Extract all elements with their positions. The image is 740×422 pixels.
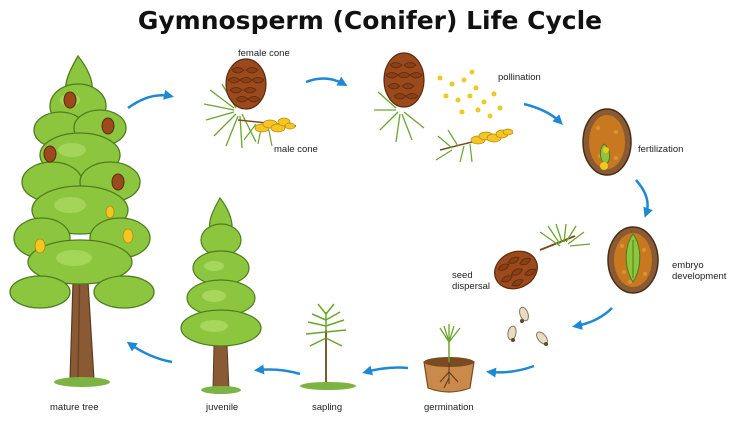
germination-illustration bbox=[423, 324, 475, 393]
pollination-illustration bbox=[374, 52, 514, 163]
label-female-cone: female cone bbox=[238, 48, 290, 59]
arrow-fertilization-to-embryo bbox=[635, 179, 653, 218]
female-cone-illustration bbox=[203, 58, 267, 149]
arrow-mature-to-cone bbox=[127, 89, 174, 110]
label-pollination: pollination bbox=[498, 72, 541, 83]
label-seed-line2: dispersal bbox=[452, 281, 491, 292]
arrow-juvenile-to-mature bbox=[126, 341, 173, 364]
arrow-sapling-to-juvenile bbox=[254, 364, 301, 376]
arrow-pollination-to-fertilization bbox=[523, 102, 563, 125]
label-seed-dispersal: seed dispersal bbox=[452, 270, 490, 292]
label-juvenile: juvenile bbox=[206, 402, 239, 413]
seed-icon bbox=[507, 306, 548, 345]
arrow-icon bbox=[126, 76, 653, 378]
fertilization-illustration bbox=[582, 108, 632, 176]
diagram-title: Gymnosperm (Conifer) Life Cycle bbox=[137, 6, 603, 35]
label-germination: germination bbox=[424, 402, 474, 413]
arrow-cone-to-pollination bbox=[305, 76, 348, 86]
label-mature-tree: mature tree bbox=[50, 402, 99, 413]
arrow-embryo-to-dispersal bbox=[572, 307, 613, 330]
male-cone-illustration bbox=[237, 117, 297, 147]
label-embryo-line1: embryo bbox=[672, 260, 704, 271]
label-fertilization: fertilization bbox=[638, 144, 684, 155]
embryo-development-illustration bbox=[607, 226, 659, 294]
label-embryo-development: embryo development bbox=[672, 260, 726, 282]
mature-tree-illustration bbox=[9, 54, 155, 387]
label-seed-line1: seed bbox=[452, 270, 473, 281]
label-male-cone: male cone bbox=[274, 144, 318, 155]
label-embryo-line2: development bbox=[672, 271, 727, 282]
seed-dispersal-illustration bbox=[494, 223, 591, 346]
arrow-germination-to-sapling bbox=[362, 365, 409, 376]
label-sapling: sapling bbox=[312, 402, 343, 413]
sapling-illustration bbox=[300, 303, 356, 390]
arrow-dispersal-to-germination bbox=[486, 364, 535, 378]
juvenile-tree-illustration bbox=[180, 196, 262, 394]
